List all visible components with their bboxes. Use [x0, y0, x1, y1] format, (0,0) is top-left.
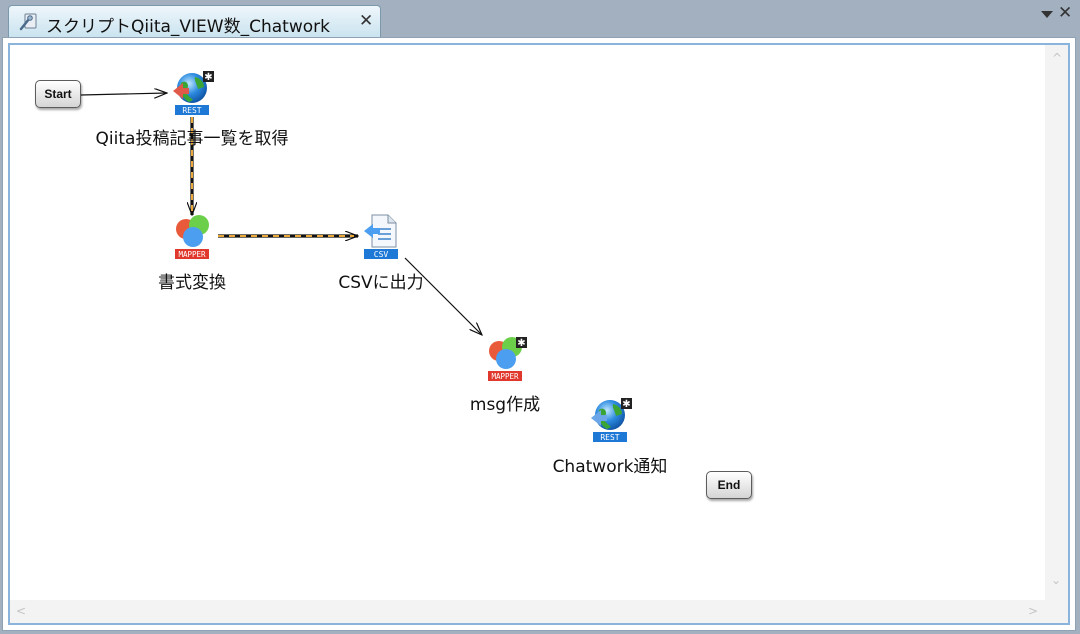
scroll-right-icon[interactable]: >: [1028, 604, 1039, 618]
rest-badge: REST: [600, 433, 619, 442]
view-close-icon[interactable]: ✕: [1058, 3, 1073, 23]
svg-text:✱: ✱: [622, 399, 630, 410]
svg-text:✱: ✱: [517, 338, 525, 349]
svg-text:✱: ✱: [204, 72, 212, 83]
flow-line-start-rest[interactable]: [80, 93, 167, 95]
csv-file-icon[interactable]: CSV: [356, 213, 406, 259]
flow-connections: [80, 45, 1045, 600]
scroll-left-icon[interactable]: <: [16, 604, 27, 618]
node-label: 書式変換: [158, 273, 226, 293]
rest-globe-icon[interactable]: ✱ REST: [585, 396, 635, 442]
scroll-up-icon[interactable]: ^: [1052, 51, 1063, 65]
start-node[interactable]: Start: [35, 80, 81, 108]
script-editor: Start ✱ REST Qiita投稿記事一覧を取得: [2, 37, 1076, 631]
end-label: End: [717, 478, 741, 492]
mapper-badge: MAPPER: [491, 372, 519, 381]
scroll-down-icon[interactable]: ⌄: [1051, 573, 1062, 587]
node-label: Chatwork通知: [552, 457, 668, 477]
editor-tab[interactable]: スクリプトQiita_VIEW数_Chatwork ✕: [8, 5, 381, 38]
mapper-badge: MAPPER: [178, 250, 206, 259]
script-icon: [19, 13, 37, 31]
csv-badge: CSV: [374, 250, 389, 259]
canvas-frame: Start ✱ REST Qiita投稿記事一覧を取得: [8, 43, 1070, 625]
vertical-scrollbar[interactable]: ^ ⌄: [1045, 45, 1068, 600]
tab-bar: スクリプトQiita_VIEW数_Chatwork ✕ ✕: [0, 0, 1080, 38]
mapper-icon[interactable]: ✱ MAPPER: [480, 335, 530, 381]
chevron-down-icon[interactable]: [1040, 9, 1054, 19]
rest-globe-icon[interactable]: ✱ REST: [167, 69, 217, 115]
mapper-icon[interactable]: MAPPER: [167, 213, 217, 259]
tab-title: スクリプトQiita_VIEW数_Chatwork: [46, 17, 330, 37]
scrollbar-corner: [1045, 600, 1068, 623]
end-node[interactable]: End: [706, 471, 752, 499]
rest-badge: REST: [182, 106, 201, 115]
start-label: Start: [44, 87, 72, 101]
node-label: CSVに出力: [338, 273, 424, 293]
horizontal-scrollbar[interactable]: < >: [10, 600, 1045, 623]
flow-line-csv-msg[interactable]: [404, 257, 482, 335]
flow-canvas[interactable]: Start ✱ REST Qiita投稿記事一覧を取得: [10, 45, 1045, 600]
node-label: Qiita投稿記事一覧を取得: [95, 129, 289, 149]
node-label: msg作成: [469, 395, 541, 415]
tab-close-icon[interactable]: ✕: [359, 11, 374, 31]
